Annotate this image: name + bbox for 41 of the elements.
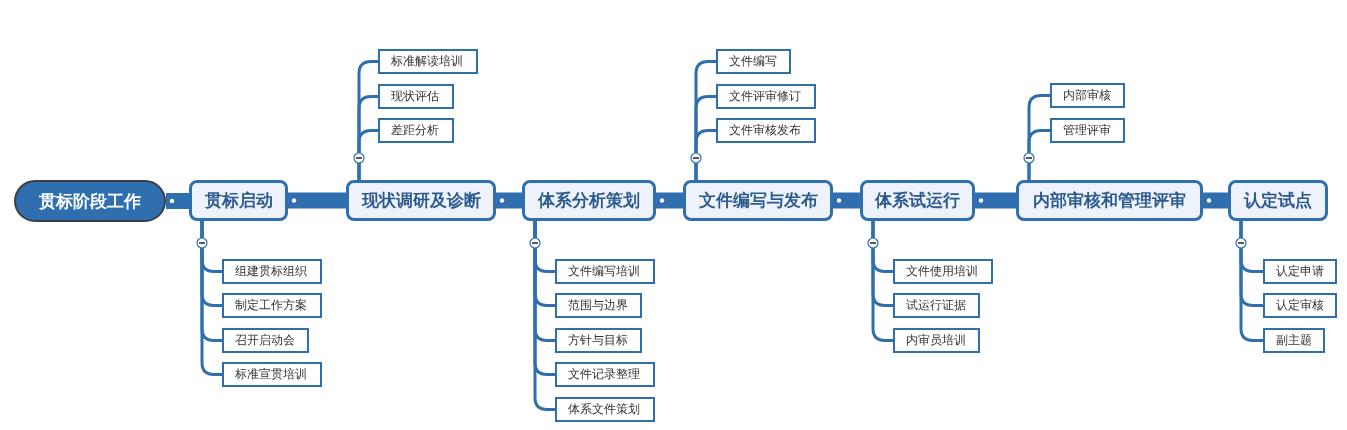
subtopic: 现状评估 bbox=[378, 84, 454, 109]
subtopic: 文件审核发布 bbox=[716, 118, 816, 143]
subtopic: 认定申请 bbox=[1263, 259, 1337, 284]
connector-band bbox=[1203, 192, 1228, 209]
connector-band bbox=[496, 192, 522, 209]
connector-band bbox=[833, 192, 860, 209]
subtopic: 制定工作方案 bbox=[222, 293, 322, 318]
subtopic: 内部审核 bbox=[1050, 83, 1125, 108]
subtopic: 文件使用培训 bbox=[893, 259, 993, 284]
branch-line bbox=[1027, 129, 1050, 180]
connector-band bbox=[288, 192, 346, 209]
connector-band bbox=[166, 193, 189, 209]
subtopic: 标准宣贯培训 bbox=[222, 362, 322, 387]
subtopic: 体系文件策划 bbox=[555, 397, 655, 422]
main-topic: 贯标启动 bbox=[189, 180, 288, 221]
main-topic: 体系试运行 bbox=[860, 180, 975, 221]
subtopic: 召开启动会 bbox=[222, 328, 309, 353]
main-topic: 现状调研及诊断 bbox=[346, 180, 496, 221]
main-topic: 认定试点 bbox=[1228, 180, 1328, 221]
subtopic: 标准解读培训 bbox=[378, 49, 478, 74]
subtopic: 差距分析 bbox=[378, 118, 454, 143]
root-topic: 贯标阶段工作 bbox=[14, 180, 166, 222]
connector-band bbox=[656, 192, 683, 209]
subtopic: 文件编写培训 bbox=[555, 259, 655, 284]
subtopic: 组建贯标组织 bbox=[222, 259, 322, 284]
subtopic: 试运行证据 bbox=[893, 293, 980, 318]
connector-band bbox=[975, 192, 1016, 209]
branch-line bbox=[357, 129, 378, 180]
branch-line bbox=[694, 129, 716, 180]
subtopic: 方针与目标 bbox=[555, 328, 642, 353]
subtopic: 文件记录整理 bbox=[555, 362, 655, 387]
subtopic: 文件编写 bbox=[716, 49, 791, 74]
subtopic: 文件评审修订 bbox=[716, 84, 816, 109]
main-topic: 文件编写与发布 bbox=[683, 180, 833, 221]
main-topic: 内部审核和管理评审 bbox=[1016, 180, 1203, 221]
subtopic: 副主题 bbox=[1263, 328, 1325, 353]
main-topic: 体系分析策划 bbox=[522, 180, 656, 221]
subtopic: 管理评审 bbox=[1050, 118, 1125, 143]
subtopic: 范围与边界 bbox=[555, 293, 642, 318]
subtopic: 内审员培训 bbox=[893, 328, 980, 353]
subtopic: 认定审核 bbox=[1263, 293, 1337, 318]
